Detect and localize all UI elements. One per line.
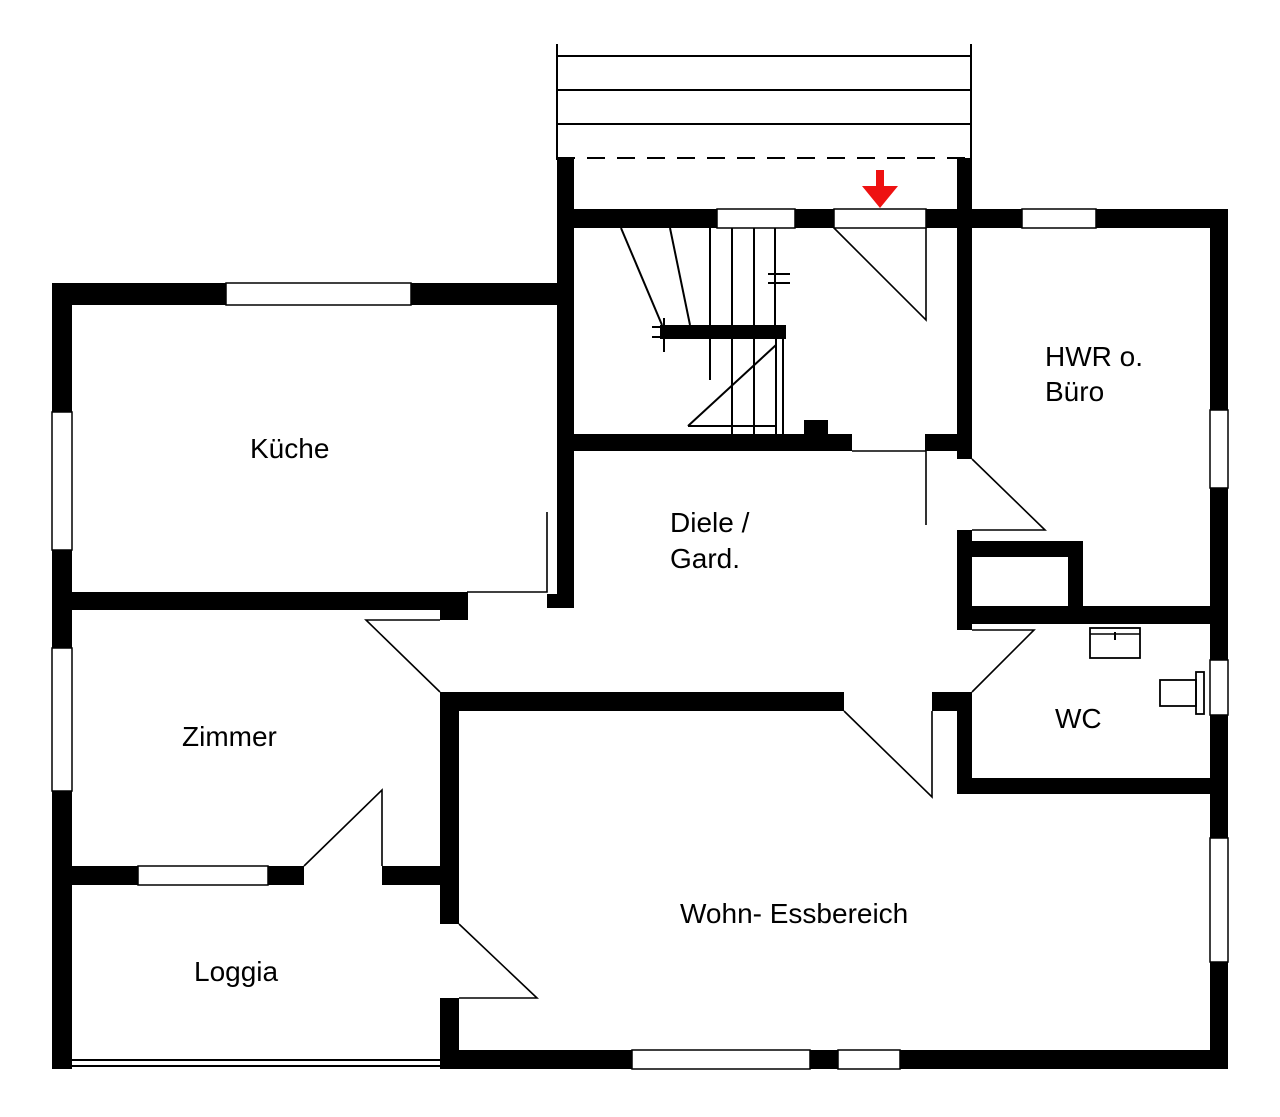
entrance-arrow-icon [862, 170, 898, 208]
entrance-steps [556, 44, 972, 160]
window-entrance-top [833, 208, 927, 229]
room-label-wc: WC [1055, 703, 1102, 734]
wc-fixtures [1089, 627, 1205, 715]
window-hwr-top [1021, 208, 1097, 229]
toilet [1159, 679, 1197, 707]
door-wc [971, 629, 1036, 693]
window-hwr-right [1209, 409, 1229, 489]
door-entrance [833, 227, 927, 322]
room-label-zimmer: Zimmer [182, 721, 277, 752]
washbasin [1089, 627, 1141, 659]
door-zimmer [364, 619, 441, 693]
doors [303, 227, 1047, 999]
windows [51, 208, 1229, 1070]
window-zimmer-left [51, 647, 73, 792]
door-loggia-zimmer [303, 788, 383, 867]
door-kueche [467, 512, 548, 593]
room-label-hwr-line1: HWR o. [1045, 341, 1143, 372]
window-stair-top [716, 208, 796, 229]
window-wohn-bottom-2 [837, 1049, 901, 1070]
room-label-hwr-line2: Büro [1045, 376, 1104, 407]
window-kueche-top [225, 282, 412, 306]
window-wohn-right [1209, 837, 1229, 963]
room-label-diele-line1: Diele / [670, 507, 750, 538]
window-zimmer-bottom [137, 865, 269, 886]
room-label-kueche: Küche [250, 433, 329, 464]
door-loggia-wohn [458, 923, 540, 999]
door-stair [852, 450, 927, 525]
room-label-loggia: Loggia [194, 956, 279, 987]
window-wc-right [1209, 659, 1229, 716]
room-label-wohn: Wohn- Essbereich [680, 898, 908, 929]
loggia-frame [55, 885, 440, 1067]
window-wohn-bottom-1 [631, 1049, 811, 1070]
door-hwr [971, 458, 1047, 531]
staircase [620, 227, 790, 434]
door-wohn [843, 710, 933, 799]
window-kueche-left [51, 411, 73, 551]
room-label-diele-line2: Gard. [670, 543, 740, 574]
